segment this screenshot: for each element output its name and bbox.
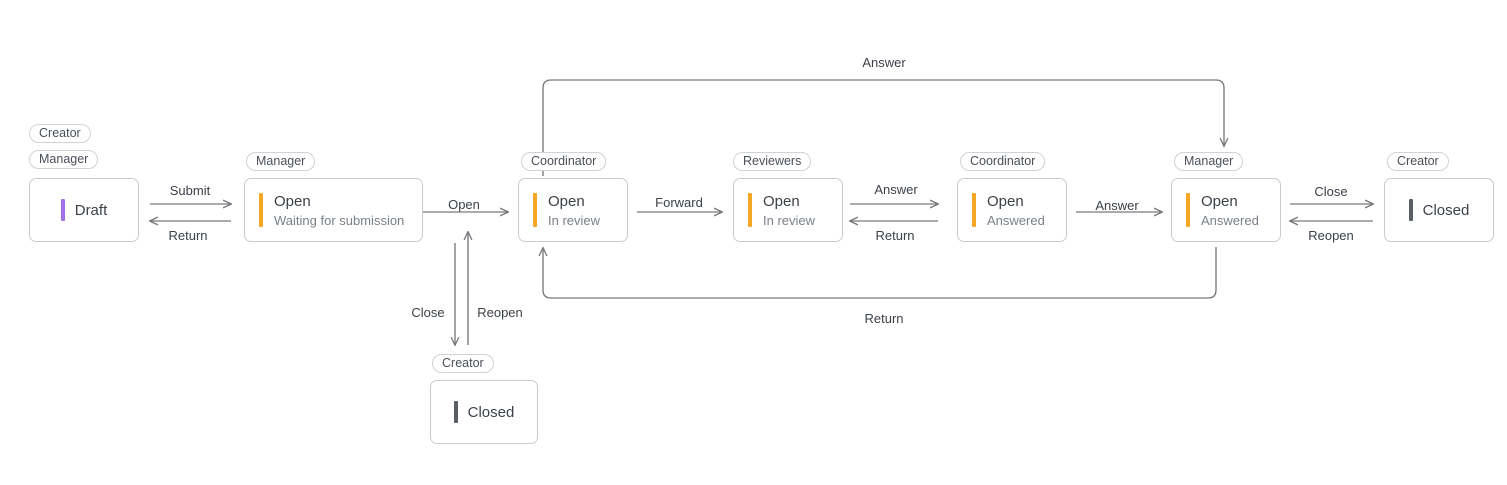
node-labels: Draft	[75, 201, 108, 220]
status-accent-bar	[748, 193, 752, 227]
status-accent-bar	[60, 199, 65, 221]
badge-creator-closed-right: Creator	[1387, 152, 1449, 171]
node-labels: Closed	[468, 403, 515, 422]
node-open-in-review-reviewers[interactable]: Open In review	[733, 178, 843, 242]
edge-answer-top	[542, 79, 1224, 176]
edge-label-answer-reviewers: Answer	[874, 182, 918, 197]
node-draft[interactable]: Draft	[29, 178, 139, 242]
status-accent-bar	[533, 193, 537, 227]
edge-label-return-draft: Return	[168, 228, 208, 243]
status-accent-bar	[1186, 193, 1190, 227]
node-subtitle: Waiting for submission	[274, 212, 405, 228]
node-subtitle: Answered	[987, 212, 1045, 228]
node-subtitle: In review	[548, 212, 601, 228]
node-labels: Open In review	[763, 192, 815, 229]
node-title: Open	[548, 192, 585, 210]
status-accent-bar	[453, 401, 458, 423]
status-accent-bar	[1408, 199, 1413, 221]
badge-reviewers-in-review: Reviewers	[733, 152, 812, 171]
node-title: Closed	[1422, 201, 1470, 219]
status-accent-bar	[259, 193, 263, 227]
badge-manager-draft: Manager	[29, 150, 99, 169]
edge-label-close-bottom: Close	[411, 305, 445, 320]
node-open-in-review-coordinator[interactable]: Open In review	[518, 178, 628, 242]
edge-label-reopen-bottom: Reopen	[477, 305, 523, 320]
edge-label-close-right: Close	[1314, 184, 1348, 199]
node-labels: Open In review	[548, 192, 600, 229]
node-open-answered-coordinator[interactable]: Open Answered	[957, 178, 1067, 242]
node-title: Open	[274, 192, 311, 210]
node-labels: Closed	[1423, 201, 1470, 220]
edge-label-return-bottom: Return	[864, 311, 904, 326]
node-subtitle: In review	[763, 212, 816, 228]
badge-manager-open-waiting: Manager	[246, 152, 316, 171]
node-closed-creator-bottom[interactable]: Closed	[430, 380, 538, 444]
edge-label-answer-coordinator: Answer	[1095, 198, 1139, 213]
node-labels: Open Waiting for submission	[274, 192, 404, 229]
node-closed-creator-right[interactable]: Closed	[1384, 178, 1494, 242]
edge-label-answer-top: Answer	[862, 55, 906, 70]
node-title: Open	[763, 192, 800, 210]
node-title: Open	[1201, 192, 1238, 210]
edge-label-submit: Submit	[169, 183, 211, 198]
edge-label-open: Open	[448, 197, 480, 212]
node-open-waiting[interactable]: Open Waiting for submission	[244, 178, 423, 242]
edge-label-reopen-right: Reopen	[1308, 228, 1354, 243]
badge-coordinator-in-review: Coordinator	[521, 152, 607, 171]
node-labels: Open Answered	[987, 192, 1045, 229]
node-title: Closed	[467, 403, 515, 421]
badge-creator-closed-bottom: Creator	[432, 354, 494, 373]
node-subtitle: Answered	[1201, 212, 1259, 228]
status-accent-bar	[972, 193, 976, 227]
edge-return-bottom	[543, 247, 1217, 299]
edge-label-return-reviewers: Return	[875, 228, 915, 243]
edge-label-forward: Forward	[655, 195, 703, 210]
badge-manager-answered: Manager	[1174, 152, 1244, 171]
badge-creator-draft: Creator	[29, 124, 91, 143]
node-labels: Open Answered	[1201, 192, 1259, 229]
node-open-answered-manager[interactable]: Open Answered	[1171, 178, 1281, 242]
node-title: Draft	[74, 201, 108, 219]
badge-coordinator-answered: Coordinator	[960, 152, 1046, 171]
node-title: Open	[987, 192, 1024, 210]
